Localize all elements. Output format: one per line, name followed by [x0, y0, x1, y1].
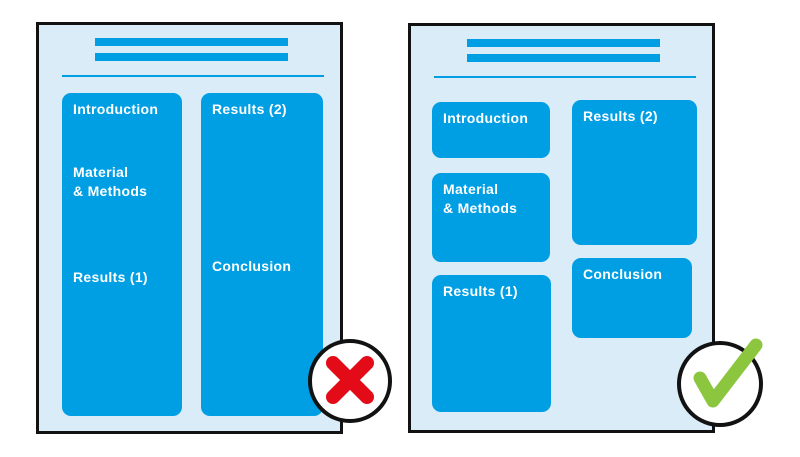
section-label-introduction: Introduction: [443, 110, 529, 126]
title-placeholder-bar: [95, 53, 288, 61]
section-label-conclusion: Conclusion: [583, 266, 663, 282]
section-label-methods: Material & Methods: [73, 163, 147, 201]
title-placeholder-bar: [95, 38, 288, 46]
correct-results-2-panel: Results (2): [572, 100, 697, 245]
title-placeholder-bar: [467, 39, 660, 47]
section-label-results-2: Results (2): [583, 108, 658, 124]
check-mark-icon: [677, 338, 763, 427]
section-label-results-2: Results (2): [212, 101, 287, 117]
wrong-left-column-panel: Introduction Material & Methods Results …: [62, 93, 182, 416]
methods-line-2: & Methods: [443, 200, 518, 216]
section-label-results-1: Results (1): [443, 283, 518, 299]
title-divider-line: [434, 76, 696, 78]
section-label-introduction: Introduction: [73, 101, 159, 117]
correct-results-1-panel: Results (1): [432, 275, 551, 412]
section-label-methods: Material & Methods: [443, 180, 517, 218]
section-label-conclusion: Conclusion: [212, 258, 292, 274]
title-divider-line: [62, 75, 324, 77]
poster-wrong-layout: Introduction Material & Methods Results …: [36, 22, 343, 434]
wrong-right-column-panel: Results (2) Conclusion: [201, 93, 323, 416]
methods-line-2: & Methods: [73, 183, 148, 199]
correct-conclusion-panel: Conclusion: [572, 258, 692, 338]
section-label-results-1: Results (1): [73, 269, 148, 285]
correct-introduction-panel: Introduction: [432, 102, 550, 158]
title-placeholder-bar: [467, 54, 660, 62]
x-mark-icon: [308, 339, 392, 423]
poster-correct-layout: Introduction Material & Methods Results …: [408, 23, 715, 433]
correct-methods-panel: Material & Methods: [432, 173, 550, 262]
methods-line-1: Material: [73, 164, 129, 180]
methods-line-1: Material: [443, 181, 499, 197]
